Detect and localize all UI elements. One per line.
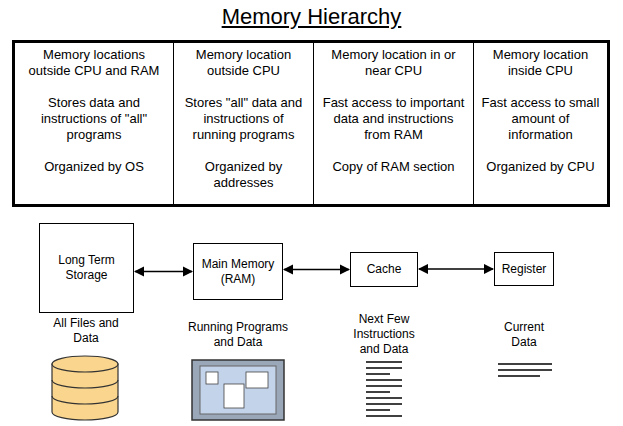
bidirectional-arrow bbox=[284, 269, 349, 271]
level-caption: Running Programs and Data bbox=[182, 320, 294, 350]
table-cell: Memory location outside CPU bbox=[180, 47, 307, 79]
level-caption: Next Few Instructions and Data bbox=[344, 312, 424, 357]
storage-box: Main Memory (RAM) bbox=[193, 243, 283, 300]
table-column: Memory location in or near CPU Fast acces… bbox=[313, 43, 473, 204]
storage-box: Cache bbox=[350, 252, 418, 287]
bidirectional-arrow bbox=[419, 268, 493, 270]
box-text-group: Register bbox=[502, 262, 547, 277]
table-cell: Memory location in or near CPU bbox=[320, 47, 467, 79]
title: Memory Hierarchy bbox=[0, 4, 623, 30]
table-cell: Organized by addresses bbox=[180, 159, 307, 191]
table-column: Memory locations outside CPU and RAM Stor… bbox=[15, 43, 173, 204]
table-cell: Organized by OS bbox=[44, 159, 144, 175]
bidirectional-arrow bbox=[135, 271, 192, 273]
level-caption: All Files and Data bbox=[45, 316, 127, 346]
table-column: Memory location inside CPU Fast access to… bbox=[473, 43, 607, 204]
level-caption: Current Data bbox=[496, 320, 552, 350]
instruction-lines-icon bbox=[366, 362, 402, 416]
box-label: Register bbox=[502, 262, 547, 277]
box-text-group: Long Term Storage bbox=[45, 253, 128, 283]
table-column: Memory location outside CPU Stores "all" … bbox=[173, 43, 313, 204]
description-table: Memory locations outside CPU and RAM Stor… bbox=[12, 40, 610, 207]
table-cell: Fast access to important data and instru… bbox=[320, 95, 467, 143]
register-lines-icon bbox=[498, 364, 552, 376]
box-label: Long Term Storage bbox=[45, 253, 128, 283]
screen-icon bbox=[192, 360, 284, 420]
box-text-group: Cache bbox=[367, 262, 402, 277]
box-label: Cache bbox=[367, 262, 402, 277]
table-cell: Stores data and instructions of "all" pr… bbox=[21, 95, 167, 143]
table-cell: Memory locations outside CPU and RAM bbox=[21, 47, 167, 79]
table-cell: Copy of RAM section bbox=[332, 159, 454, 175]
table-cell: Memory location inside CPU bbox=[480, 47, 601, 79]
table-cell: Fast access to small amount of informati… bbox=[480, 95, 601, 143]
storage-box: Long Term Storage bbox=[39, 223, 134, 313]
table-cell: Organized by CPU bbox=[486, 159, 594, 175]
box-label: Main Memory (RAM) bbox=[199, 257, 277, 287]
box-text-group: Main Memory (RAM) bbox=[199, 257, 277, 287]
table-cell: Stores "all" data and instructions of ru… bbox=[180, 95, 307, 143]
storage-box: Register bbox=[494, 252, 554, 286]
database-icon bbox=[52, 356, 118, 420]
